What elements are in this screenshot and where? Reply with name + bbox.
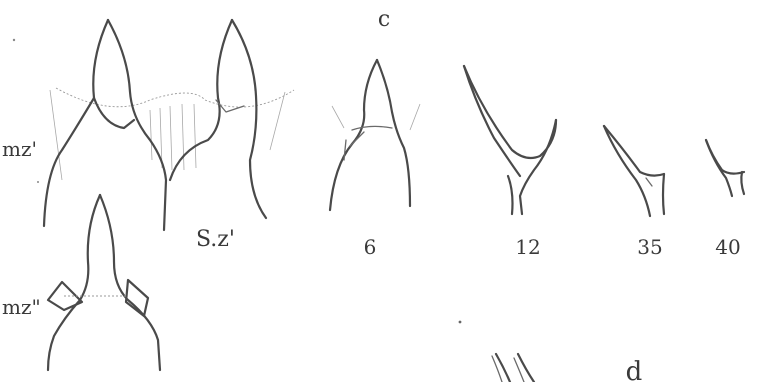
label-sz: S.z' — [196, 227, 235, 252]
tooth-6 — [330, 60, 420, 210]
panel-d-fragment — [492, 354, 534, 382]
panel-c-label: c — [378, 7, 390, 32]
tooth-pair-mz1 — [44, 20, 294, 230]
label-mz2: mz" — [2, 295, 41, 319]
speck — [459, 321, 462, 324]
panel-d-label: d — [626, 357, 643, 382]
tooth-12 — [464, 66, 556, 214]
tooth-number-12: 12 — [515, 235, 540, 259]
tooth-number-35: 35 — [637, 235, 662, 259]
tooth-number-6: 6 — [364, 235, 377, 259]
speck — [37, 181, 39, 183]
tooth-number-40: 40 — [715, 235, 740, 259]
tooth-35 — [604, 126, 664, 216]
tooth-40 — [706, 140, 744, 196]
speck — [13, 39, 15, 41]
tooth-mz2 — [48, 195, 160, 370]
label-mz1: mz' — [2, 137, 37, 161]
